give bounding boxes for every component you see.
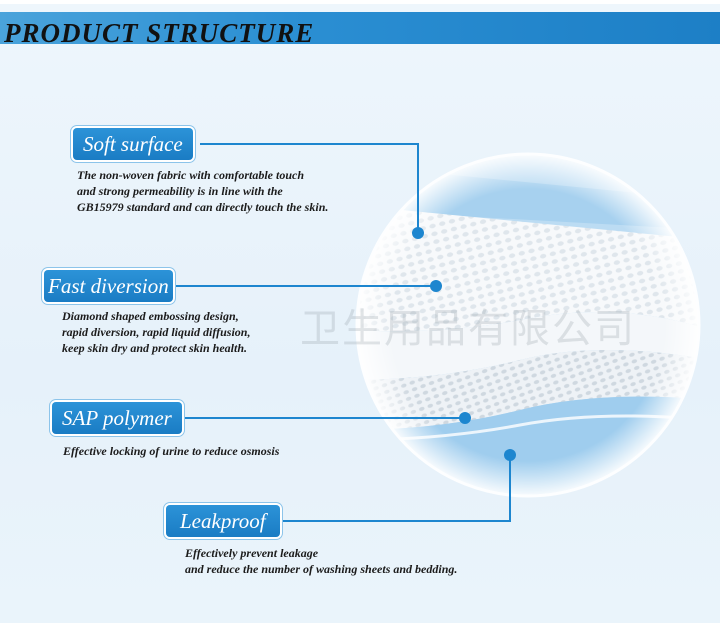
desc-line: The non-woven fabric with comfortable to…: [77, 168, 305, 182]
feature-desc-leakproof: Effectively prevent leakage and reduce t…: [185, 545, 457, 577]
watermark-text: 卫生用品有限公司: [300, 306, 636, 352]
desc-line: rapid diversion, rapid liquid diffusion,: [62, 325, 251, 339]
feature-desc-soft-surface: The non-woven fabric with comfortable to…: [77, 167, 328, 215]
page-title: PRODUCT STRUCTURE: [4, 18, 315, 48]
connector-leakproof: [277, 455, 511, 522]
desc-line: GB15979 standard and can directly touch …: [77, 200, 329, 214]
dot-leakproof: [504, 449, 516, 461]
dot-sap-polymer: [459, 412, 471, 424]
top-divider: [0, 0, 720, 4]
feature-desc-sap-polymer: Effective locking of urine to reduce osm…: [63, 443, 279, 459]
connector-soft-surface: [200, 143, 419, 233]
feature-label-fast-diversion: Fast diversion: [44, 270, 173, 302]
feature-label-sap-polymer: SAP polymer: [52, 402, 182, 434]
desc-line: keep skin dry and protect skin health.: [62, 341, 248, 355]
desc-line: Effective locking of urine to reduce osm…: [63, 444, 280, 458]
feature-desc-fast-diversion: Diamond shaped embossing design, rapid d…: [62, 308, 250, 356]
dot-soft-surface: [412, 227, 424, 239]
desc-line: and strong permeability is in line with …: [77, 184, 283, 198]
header-bar: PRODUCT STRUCTURE: [0, 12, 720, 48]
desc-line: and reduce the number of washing sheets …: [185, 562, 458, 576]
desc-line: Effectively prevent leakage: [185, 546, 319, 560]
connector-dots: [412, 227, 516, 461]
desc-line: Diamond shaped embossing design,: [62, 309, 239, 323]
feature-label-leakproof: Leakproof: [166, 505, 280, 537]
dot-fast-diversion: [430, 280, 442, 292]
feature-label-soft-surface: Soft surface: [73, 128, 193, 160]
connector-lines: [174, 143, 511, 522]
